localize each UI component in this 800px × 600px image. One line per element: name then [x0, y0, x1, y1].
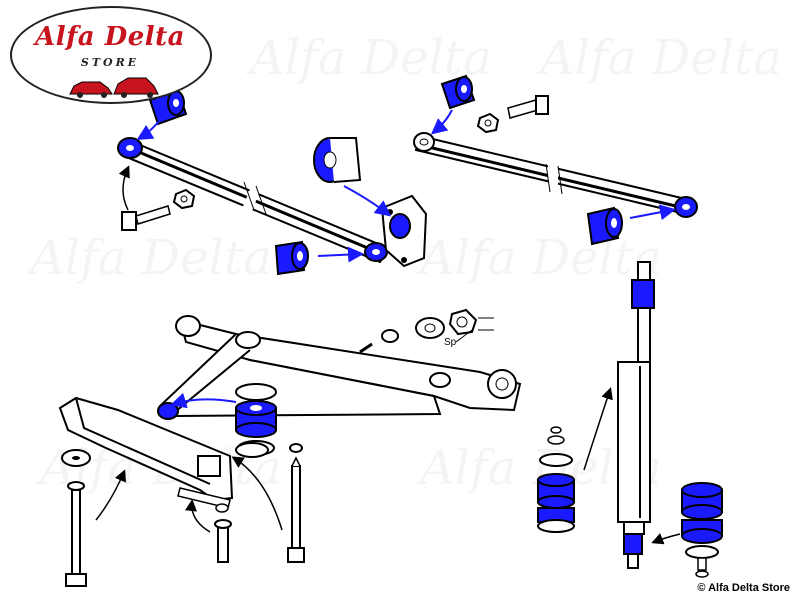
washer-icon: [381, 329, 399, 343]
bushing-icon: [364, 242, 388, 262]
logo-oval: [10, 6, 212, 104]
washer-icon: [215, 503, 229, 513]
bushing-icon: [148, 88, 188, 126]
bushing-icon: [313, 137, 362, 183]
mounting-bracket: [380, 194, 428, 268]
bushing-icon: [117, 137, 143, 159]
bolt-icon: [507, 95, 549, 119]
store-logo[interactable]: Alfa Delta STORE: [10, 6, 212, 104]
nut-icon: [476, 112, 500, 134]
sp-label: Sp: [444, 337, 457, 348]
bushing-icon: [537, 426, 575, 533]
bushing-icon: [586, 206, 623, 246]
bolt-icon: [214, 519, 232, 563]
shock-absorber-icon: [617, 261, 655, 569]
car-icon: [69, 77, 159, 98]
bushing-icon: [440, 74, 476, 110]
bolt-icon: [359, 342, 373, 354]
copyright-text: © Alfa Delta Store: [697, 582, 790, 594]
nut-icon: [172, 188, 196, 210]
crossmember: [58, 396, 234, 509]
left-trailing-arm: [122, 138, 390, 264]
bolt-icon: [65, 481, 87, 587]
logo-subtitle: STORE: [80, 56, 140, 69]
washer-icon: [289, 443, 303, 453]
bolt-icon: [287, 456, 305, 563]
bushing-icon: [681, 482, 723, 578]
washer-icon: [235, 442, 269, 458]
right-trailing-arm: [414, 134, 692, 216]
bushing-icon: [413, 132, 435, 152]
washer-icon: [61, 449, 91, 467]
washer-icon: [415, 317, 445, 339]
bushing-icon: [674, 196, 698, 218]
bolt-icon: [121, 205, 171, 231]
logo-title: Alfa Delta: [35, 22, 185, 52]
nut-icon: [448, 308, 478, 336]
bushing-icon: [274, 240, 309, 276]
